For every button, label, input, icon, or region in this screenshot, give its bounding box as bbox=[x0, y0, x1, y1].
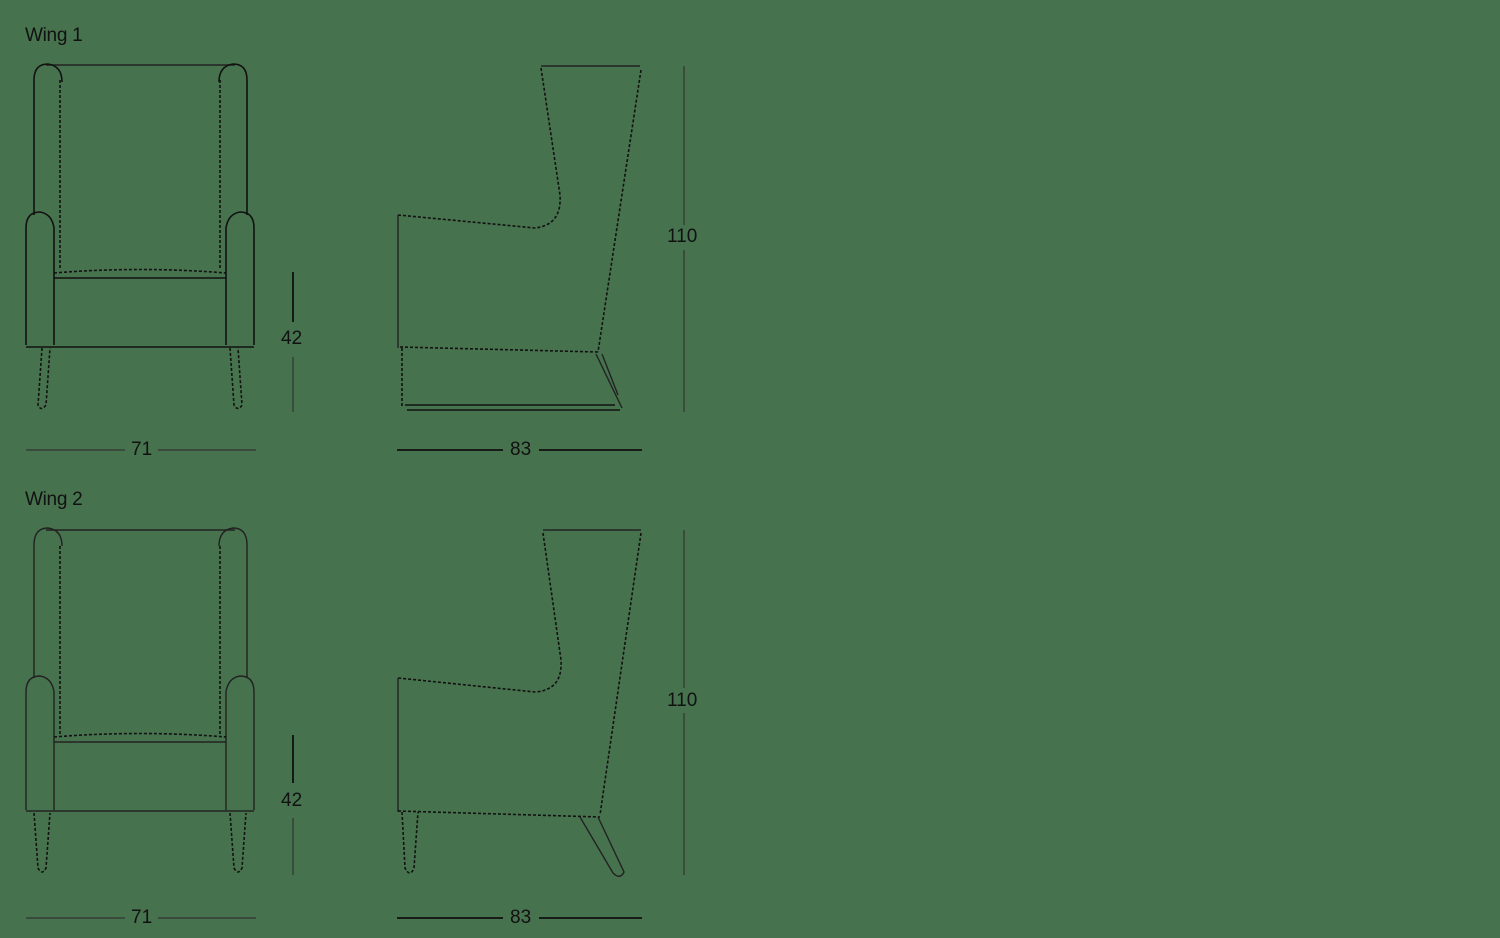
wing-2-side-view bbox=[397, 529, 642, 877]
wing-1-height-label: 110 bbox=[664, 227, 701, 247]
wing-1-width-label: 71 bbox=[128, 440, 156, 460]
wing-2-depth-label: 83 bbox=[507, 908, 535, 928]
wing-1-depth-label: 83 bbox=[507, 440, 535, 460]
wing-2-width-label: 71 bbox=[128, 908, 156, 928]
wing-1-seat-height-label: 42 bbox=[278, 329, 306, 349]
wing-2-seat-height-label: 42 bbox=[278, 791, 306, 811]
variant-title-wing-1: Wing 1 bbox=[25, 25, 83, 46]
wing-2-front-view bbox=[25, 527, 255, 873]
wing-2-height-label: 110 bbox=[664, 691, 701, 711]
wing-1-front-view bbox=[25, 63, 255, 410]
variant-title-wing-2: Wing 2 bbox=[25, 489, 83, 510]
wing-1-side-view bbox=[397, 65, 642, 411]
